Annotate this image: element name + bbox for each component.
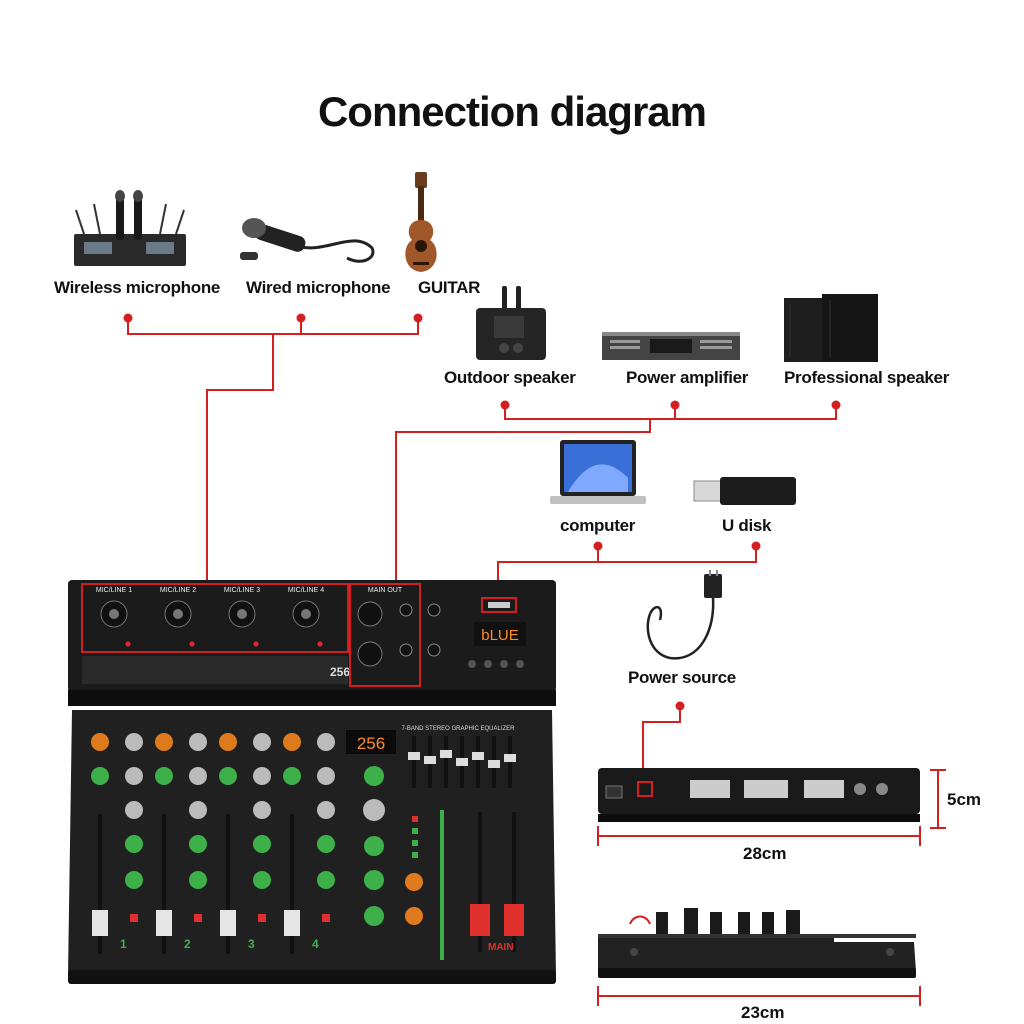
width-dimension: 28cm bbox=[743, 844, 787, 863]
wireless-microphone-label: Wireless microphone bbox=[54, 278, 221, 297]
mixer-image: MIC/LINE 1 MIC/LINE 2 MIC/LINE 3 MIC/LIN… bbox=[68, 580, 556, 984]
outdoor-speaker-image bbox=[476, 286, 546, 360]
u-disk-image bbox=[693, 477, 796, 505]
u-disk-label: U disk bbox=[722, 516, 772, 535]
wired-microphone-label: Wired microphone bbox=[246, 278, 391, 297]
channel-jack-label-1: MIC/LINE 1 bbox=[96, 587, 132, 594]
wired-microphone-image bbox=[240, 218, 375, 263]
input-jacks: MIC/LINE 1 MIC/LINE 2 MIC/LINE 3 MIC/LIN… bbox=[81, 583, 349, 653]
height-dimension: 5cm bbox=[947, 790, 982, 809]
guitar-image bbox=[405, 172, 437, 272]
channel-jack-label-4: MIC/LINE 4 bbox=[288, 587, 324, 594]
professional-speaker-label: Professional speaker bbox=[784, 368, 950, 387]
depth-dimension: 23cm bbox=[741, 1003, 785, 1022]
power-amplifier-label: Power amplifier bbox=[626, 368, 749, 387]
power-source-label: Power source bbox=[628, 668, 736, 687]
wireless-microphone-image bbox=[74, 190, 186, 266]
eq-title: 7-BAND STEREO GRAPHIC EQUALIZER bbox=[401, 726, 515, 732]
computer-image bbox=[550, 440, 646, 504]
channel-jack-label-3: MIC/LINE 3 bbox=[224, 587, 260, 594]
channel-number-3: 3 bbox=[248, 937, 255, 951]
effect-display: 256 bbox=[357, 734, 385, 753]
main-label: MAIN bbox=[488, 942, 514, 953]
channel-number-2: 2 bbox=[184, 937, 191, 951]
main-out-label: MAIN OUT bbox=[368, 587, 403, 594]
channel-jack-label-2: MIC/LINE 2 bbox=[160, 587, 196, 594]
mixer-side-view bbox=[598, 908, 916, 978]
guitar-label: GUITAR bbox=[418, 278, 481, 297]
mixer-back-view bbox=[598, 768, 920, 822]
channel-number-1: 1 bbox=[120, 937, 127, 951]
outdoor-speaker-label: Outdoor speaker bbox=[444, 368, 576, 387]
fx-badge: 256 bbox=[330, 665, 350, 679]
channel-number-4: 4 bbox=[312, 937, 319, 951]
power-amplifier-image bbox=[602, 332, 740, 360]
power-source-image bbox=[646, 570, 722, 660]
player-display: bLUE bbox=[481, 627, 519, 644]
page-title: Connection diagram bbox=[317, 88, 707, 135]
professional-speaker-image bbox=[784, 294, 878, 362]
computer-label: computer bbox=[560, 516, 636, 535]
